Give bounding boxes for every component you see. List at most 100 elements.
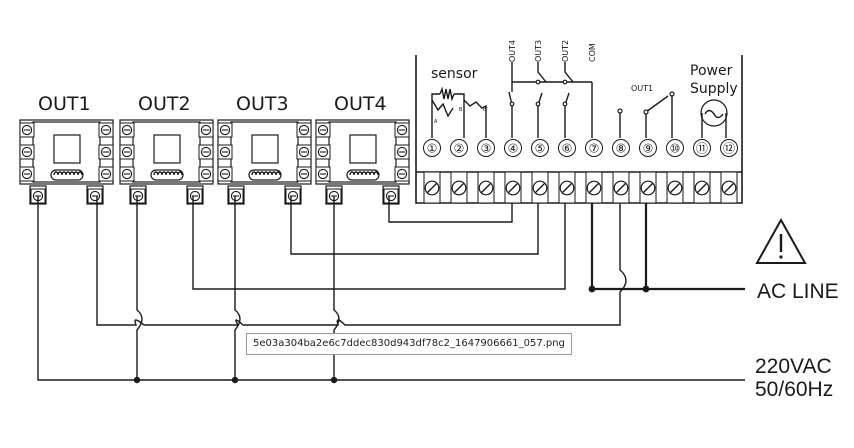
terminal-number: ③ bbox=[481, 142, 492, 156]
screw-terminal-icon bbox=[694, 180, 710, 196]
relays bbox=[19, 119, 410, 205]
relay-out4-title: OUT4 bbox=[334, 93, 387, 115]
terminal-number: ① bbox=[427, 142, 438, 156]
screw-terminal-icon bbox=[217, 166, 233, 182]
screw-terminal-icon bbox=[383, 188, 399, 204]
wiring bbox=[37, 196, 745, 384]
screw-terminal-icon bbox=[394, 122, 410, 138]
screw-terminal-icon bbox=[613, 180, 629, 196]
terminal-5: ⑤ bbox=[531, 139, 549, 204]
screw-terminal-icon bbox=[296, 166, 312, 182]
relay-coil-icon bbox=[50, 169, 84, 181]
sensor-label: sensor bbox=[431, 66, 478, 82]
terminal-12: ⑫ bbox=[720, 139, 738, 204]
screw-terminal-icon bbox=[217, 122, 233, 138]
terminal-3: ③ bbox=[477, 139, 495, 204]
screw-terminal-icon bbox=[98, 166, 114, 182]
screw-terminal-icon bbox=[198, 144, 214, 160]
sensor-resistor-icon bbox=[431, 86, 487, 138]
terminal-number: ⑦ bbox=[589, 142, 600, 156]
screw-terminal-icon bbox=[478, 180, 494, 196]
screw-terminal-icon bbox=[217, 144, 233, 160]
out1-contact-icon bbox=[617, 91, 675, 138]
relay-out2 bbox=[119, 119, 214, 205]
relay-coil-icon bbox=[346, 169, 380, 181]
relay-out3-title: OUT3 bbox=[236, 93, 289, 115]
relay-out1-title: OUT1 bbox=[38, 93, 91, 115]
screw-terminal-icon bbox=[451, 180, 467, 196]
screw-terminal-icon bbox=[98, 122, 114, 138]
filename-caption: 5e03a304ba2e6c7ddec830d943df78c2_1647906… bbox=[246, 333, 572, 355]
screw-terminal-icon bbox=[296, 144, 312, 160]
terminal-number: ⑥ bbox=[562, 142, 573, 156]
screw-terminal-icon bbox=[394, 144, 410, 160]
ac-line-label: AC LINE bbox=[757, 280, 839, 303]
sine-wave-icon bbox=[700, 99, 728, 138]
screw-terminal-icon bbox=[198, 122, 214, 138]
top-label-out3: OUT3 bbox=[534, 40, 543, 62]
screw-terminal-icon bbox=[424, 180, 440, 196]
terminal-4: ④ bbox=[504, 139, 522, 204]
screw-terminal-icon bbox=[187, 188, 203, 204]
screw-terminal-icon bbox=[87, 188, 103, 204]
top-label-com: COM bbox=[588, 43, 597, 62]
screw-terminal-icon bbox=[532, 180, 548, 196]
supply-frequency-label: 50/60Hz bbox=[755, 378, 833, 401]
terminal-number: ⑫ bbox=[723, 142, 735, 156]
relay-out3 bbox=[217, 119, 312, 205]
screw-terminal-icon bbox=[667, 180, 683, 196]
screw-terminal-icon bbox=[315, 144, 331, 160]
screw-terminal-icon bbox=[586, 180, 602, 196]
supply-voltage-label: 220VAC bbox=[755, 355, 832, 378]
screw-terminal-icon bbox=[296, 122, 312, 138]
screw-terminal-icon bbox=[228, 188, 244, 204]
power-supply-label-line2: Supply bbox=[690, 81, 738, 97]
screw-terminal-icon bbox=[559, 180, 575, 196]
screw-terminal-icon bbox=[19, 122, 35, 138]
terminal-11: ⑪ bbox=[693, 139, 711, 204]
relay-coil-icon bbox=[150, 169, 184, 181]
screw-terminal-icon bbox=[721, 180, 737, 196]
power-supply-label-line1: Power bbox=[690, 63, 733, 79]
top-label-out4: OUT4 bbox=[508, 40, 517, 62]
screw-terminal-icon bbox=[119, 166, 135, 182]
relay-coil-icon bbox=[248, 169, 282, 181]
terminal-number: ⑪ bbox=[696, 142, 708, 156]
screw-terminal-icon bbox=[315, 166, 331, 182]
sensor-pin-a: A bbox=[434, 119, 438, 125]
screw-terminal-icon bbox=[394, 166, 410, 182]
screw-terminal-icon bbox=[315, 122, 331, 138]
terminal-2: ② bbox=[450, 139, 468, 204]
terminal-9: ⑨ bbox=[639, 139, 657, 204]
relay-out4 bbox=[315, 119, 410, 205]
terminal-number: ② bbox=[454, 142, 465, 156]
terminal-10: ⑩ bbox=[666, 139, 684, 204]
sensor-pin-b: B bbox=[459, 107, 463, 113]
terminal-number: ⑩ bbox=[670, 142, 681, 156]
terminal-number: ⑨ bbox=[643, 142, 654, 156]
relay-out2-title: OUT2 bbox=[138, 93, 191, 115]
sensor-pin-b-prime: B' bbox=[483, 107, 488, 113]
top-label-out2: OUT2 bbox=[561, 40, 570, 62]
out1-contact-label: OUT1 bbox=[631, 84, 653, 93]
screw-terminal-icon bbox=[19, 166, 35, 182]
screw-terminal-icon bbox=[119, 144, 135, 160]
terminal-number: ④ bbox=[508, 142, 519, 156]
warning-triangle-icon bbox=[755, 217, 807, 264]
screw-terminal-icon bbox=[98, 144, 114, 160]
terminal-6: ⑥ bbox=[558, 139, 576, 204]
terminal-1: ① bbox=[423, 139, 441, 204]
screw-terminal-icon bbox=[19, 144, 35, 160]
screw-terminal-icon bbox=[640, 180, 656, 196]
screw-terminal-icon bbox=[130, 188, 146, 204]
terminal-number: ⑧ bbox=[616, 142, 627, 156]
relay-out1 bbox=[19, 119, 114, 205]
screw-terminal-icon bbox=[285, 188, 301, 204]
terminal-8: ⑧ bbox=[612, 139, 630, 204]
terminal-7: ⑦ bbox=[585, 139, 603, 204]
output-contacts-icon bbox=[508, 62, 593, 138]
screw-terminal-icon bbox=[198, 166, 214, 182]
